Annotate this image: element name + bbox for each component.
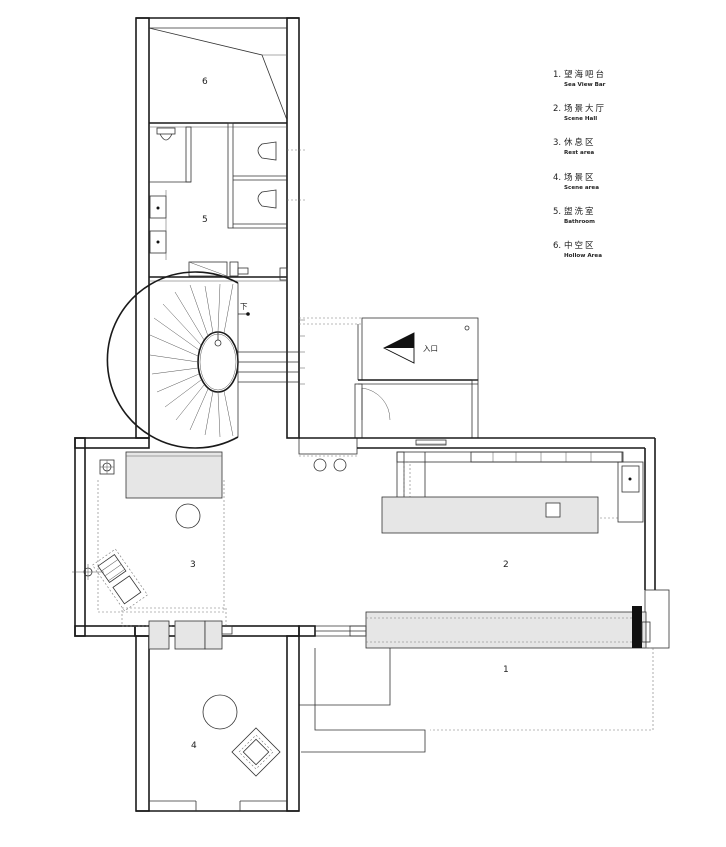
bathroom-partitions	[149, 122, 305, 282]
hall-door	[415, 439, 447, 446]
svg-text:Rest area: Rest area	[564, 150, 594, 156]
sea-view-terrace-outline	[298, 647, 654, 753]
svg-text:4.: 4.	[553, 173, 561, 183]
svg-text:3.: 3.	[553, 138, 561, 148]
plant-icon	[72, 564, 104, 580]
rest-area-rug	[121, 607, 227, 627]
svg-text:场景区: 场景区	[564, 173, 596, 183]
svg-text:盥洗室: 盥洗室	[564, 206, 596, 217]
scene-area-walls	[135, 635, 300, 812]
main-hall-walls	[74, 437, 670, 649]
room-6-number: 6	[202, 77, 208, 87]
stair-down-label: 下	[240, 302, 248, 311]
room-4-number: 4	[191, 741, 197, 751]
svg-text:Bathroom: Bathroom	[564, 219, 595, 225]
svg-text:1.: 1.	[553, 70, 561, 80]
svg-text:Hollow Area: Hollow Area	[564, 253, 602, 259]
legend: 1. 望海吧台 Sea View Bar 2. 场景大厅 Scene Hall …	[553, 69, 606, 259]
room-5-number: 5	[202, 215, 208, 225]
sink-icon	[149, 190, 167, 260]
room-1-number: 1	[503, 665, 509, 675]
urinal-icon	[257, 141, 277, 209]
hollow-area-outline	[148, 27, 288, 121]
entrance-arrow-icon	[382, 332, 415, 364]
svg-text:Sea View Bar: Sea View Bar	[564, 82, 606, 88]
legend-item: 4. 场景区 Scene area	[553, 173, 599, 191]
legend-item: 2. 场景大厅 Scene Hall	[553, 103, 606, 122]
entrance-door	[354, 383, 391, 439]
round-table	[202, 694, 238, 730]
svg-text:休息区: 休息区	[564, 137, 596, 148]
svg-text:5.: 5.	[553, 207, 561, 217]
svg-text:望海吧台: 望海吧台	[564, 69, 606, 80]
svg-text:场景大厅: 场景大厅	[564, 103, 606, 114]
toilet-icon	[156, 127, 176, 141]
svg-text:6.: 6.	[553, 241, 561, 251]
rest-area-furniture	[97, 451, 225, 613]
svg-text:Scene Hall: Scene Hall	[564, 116, 597, 122]
spiral-staircase	[106, 271, 250, 449]
svg-text:中空区: 中空区	[564, 240, 596, 251]
svg-text:Scene area: Scene area	[564, 185, 599, 191]
sea-view-bar	[315, 606, 651, 649]
landing-steps	[238, 319, 305, 385]
legend-item: 1. 望海吧台 Sea View Bar	[553, 69, 606, 88]
legend-item: 5. 盥洗室 Bathroom	[553, 206, 596, 225]
room-3-number: 3	[190, 560, 196, 570]
room-2-number: 2	[503, 560, 509, 570]
lounge-chair-icon	[92, 548, 148, 612]
armchair-icon	[231, 727, 281, 777]
washroom-fixtures	[188, 261, 288, 281]
entrance-block	[299, 317, 479, 439]
svg-text:2.: 2.	[553, 104, 561, 114]
sliding-partition	[148, 620, 233, 650]
legend-item: 6. 中空区 Hollow Area	[553, 240, 602, 259]
front-bar-counter	[381, 496, 599, 534]
bollard-icon	[299, 455, 357, 472]
entrance-label: 入口	[423, 344, 438, 353]
legend-item: 3. 休息区 Rest area	[553, 137, 596, 156]
